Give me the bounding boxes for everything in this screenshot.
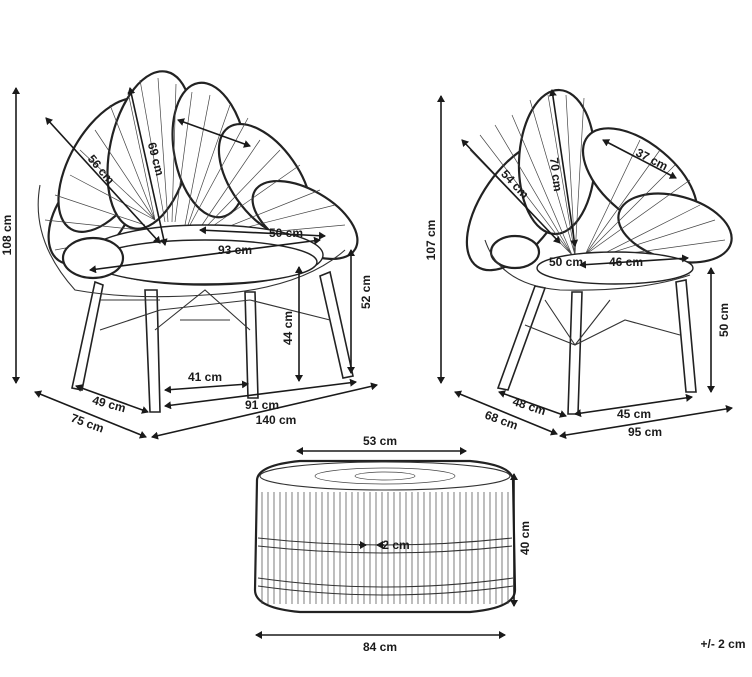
tolerance-note: +/- 2 cm <box>700 637 745 651</box>
dim-label-95: 95 cm <box>628 425 662 439</box>
dim-label-2: 2 cm <box>382 538 409 552</box>
dim-label-50-height: 50 cm <box>717 303 731 337</box>
dim-label-46: 46 cm <box>609 255 643 269</box>
dim-label-93: 93 cm <box>218 243 252 257</box>
dim-line-petal-top <box>177 118 251 148</box>
dim-label-75: 75 cm <box>69 411 106 436</box>
dim-line-69 <box>127 87 168 246</box>
dim-label-44: 44 cm <box>281 311 295 345</box>
dim-label-84: 84 cm <box>363 640 397 654</box>
dim-line-54 <box>461 139 561 244</box>
dim-label-70: 70 cm <box>547 157 565 192</box>
dim-label-53: 53 cm <box>363 434 397 448</box>
dim-line-75 <box>34 390 147 439</box>
pouf-drawing <box>253 459 517 614</box>
dim-label-50-seat-b: 50 cm <box>549 255 583 269</box>
dim-label-48: 48 cm <box>511 394 548 418</box>
armchair-small-drawing <box>465 88 733 415</box>
dim-line-68 <box>454 390 558 436</box>
dim-line-50-seat <box>199 226 326 240</box>
dim-line-70 <box>548 89 579 247</box>
dim-line-46 <box>579 254 689 269</box>
pouf-dimensions: 53 cm 2 cm 40 cm 84 cm <box>255 434 532 654</box>
dim-line-140 <box>151 382 378 440</box>
dim-label-49: 49 cm <box>91 393 127 415</box>
dim-label-41: 41 cm <box>188 370 222 384</box>
dim-label-91: 91 cm <box>245 398 279 412</box>
dim-line-95 <box>559 405 733 439</box>
dim-line-41 <box>164 380 249 394</box>
dim-label-108: 108 cm <box>0 215 14 256</box>
dim-label-40: 40 cm <box>518 521 532 555</box>
armchair-large-drawing <box>37 70 359 413</box>
dim-label-50-seat: 50 cm <box>269 226 303 240</box>
dim-line-93 <box>89 236 321 274</box>
dim-label-52: 52 cm <box>359 275 373 309</box>
dim-label-107: 107 cm <box>424 220 438 261</box>
dim-line-37 <box>602 139 677 179</box>
dim-label-45: 45 cm <box>617 407 651 421</box>
dim-label-140: 140 cm <box>256 413 297 427</box>
